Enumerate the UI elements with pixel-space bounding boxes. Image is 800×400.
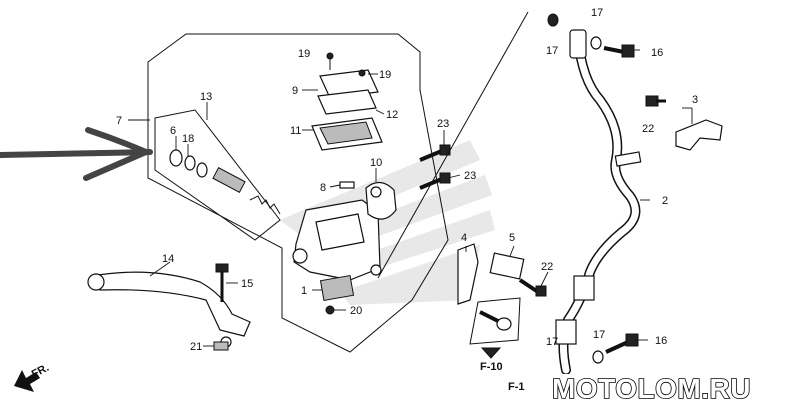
callout-3: 3 [692, 94, 698, 106]
ref-arrow-icon [480, 347, 502, 359]
ref-f1: F-1 [508, 381, 525, 393]
callout-8: 8 [320, 182, 326, 194]
callout-11: 11 [290, 125, 301, 137]
callout-23a: 23 [437, 118, 449, 130]
callout-17a: 17 [546, 45, 558, 57]
reservoir-cap [311, 52, 383, 151]
callout-22b: 22 [541, 261, 553, 273]
callout-5: 5 [509, 232, 515, 244]
callout-21: 21 [190, 341, 202, 353]
callout-16a: 16 [651, 47, 663, 59]
callout-18: 18 [182, 133, 194, 145]
master-cylinder-body [292, 199, 382, 302]
banjo-fittings [547, 13, 639, 364]
callout-12: 12 [386, 109, 398, 121]
assembly-outline [147, 33, 449, 353]
callout-14: 14 [162, 253, 174, 265]
leader-lines [128, 49, 693, 347]
watermark-bg [542, 374, 800, 400]
brake-hose [555, 29, 642, 375]
callout-17d: 17 [546, 336, 558, 348]
callout-20: 20 [350, 305, 362, 317]
callout-10: 10 [370, 157, 382, 169]
callout-4: 4 [461, 232, 467, 244]
front-direction-arrow-icon: FR. [14, 362, 51, 392]
watermark: MOTOLOM.RU [552, 373, 751, 400]
callout-7: 7 [116, 115, 122, 127]
callout-2: 2 [662, 195, 668, 207]
callout-17b: 17 [591, 7, 603, 19]
hose-leader-line [377, 11, 529, 279]
hose-bracket [645, 95, 723, 151]
callout-15: 15 [241, 278, 253, 290]
piston-kit [169, 149, 281, 215]
hand-drawn-arrow-icon [0, 127, 153, 181]
callout-6: 6 [170, 125, 176, 137]
callout-17c: 17 [593, 329, 605, 341]
callout-23b: 23 [464, 170, 476, 182]
subassembly-outline [154, 109, 281, 241]
brake-lever [87, 263, 251, 348]
callout-labels: 1 2 3 4 5 6 7 8 9 10 11 12 13 14 15 16 1… [116, 7, 698, 353]
callout-1: 1 [301, 285, 307, 297]
callout-19b: 19 [379, 69, 391, 81]
ref-f10: F-10 [480, 361, 503, 373]
callout-13: 13 [200, 91, 212, 103]
callout-19a: 19 [298, 48, 310, 60]
lever-clamp [365, 181, 397, 220]
callout-9: 9 [292, 85, 298, 97]
callout-22a: 22 [642, 123, 654, 135]
holder-joint [457, 243, 547, 359]
direction-label: FR. [30, 362, 51, 381]
callout-16b: 16 [655, 335, 667, 347]
